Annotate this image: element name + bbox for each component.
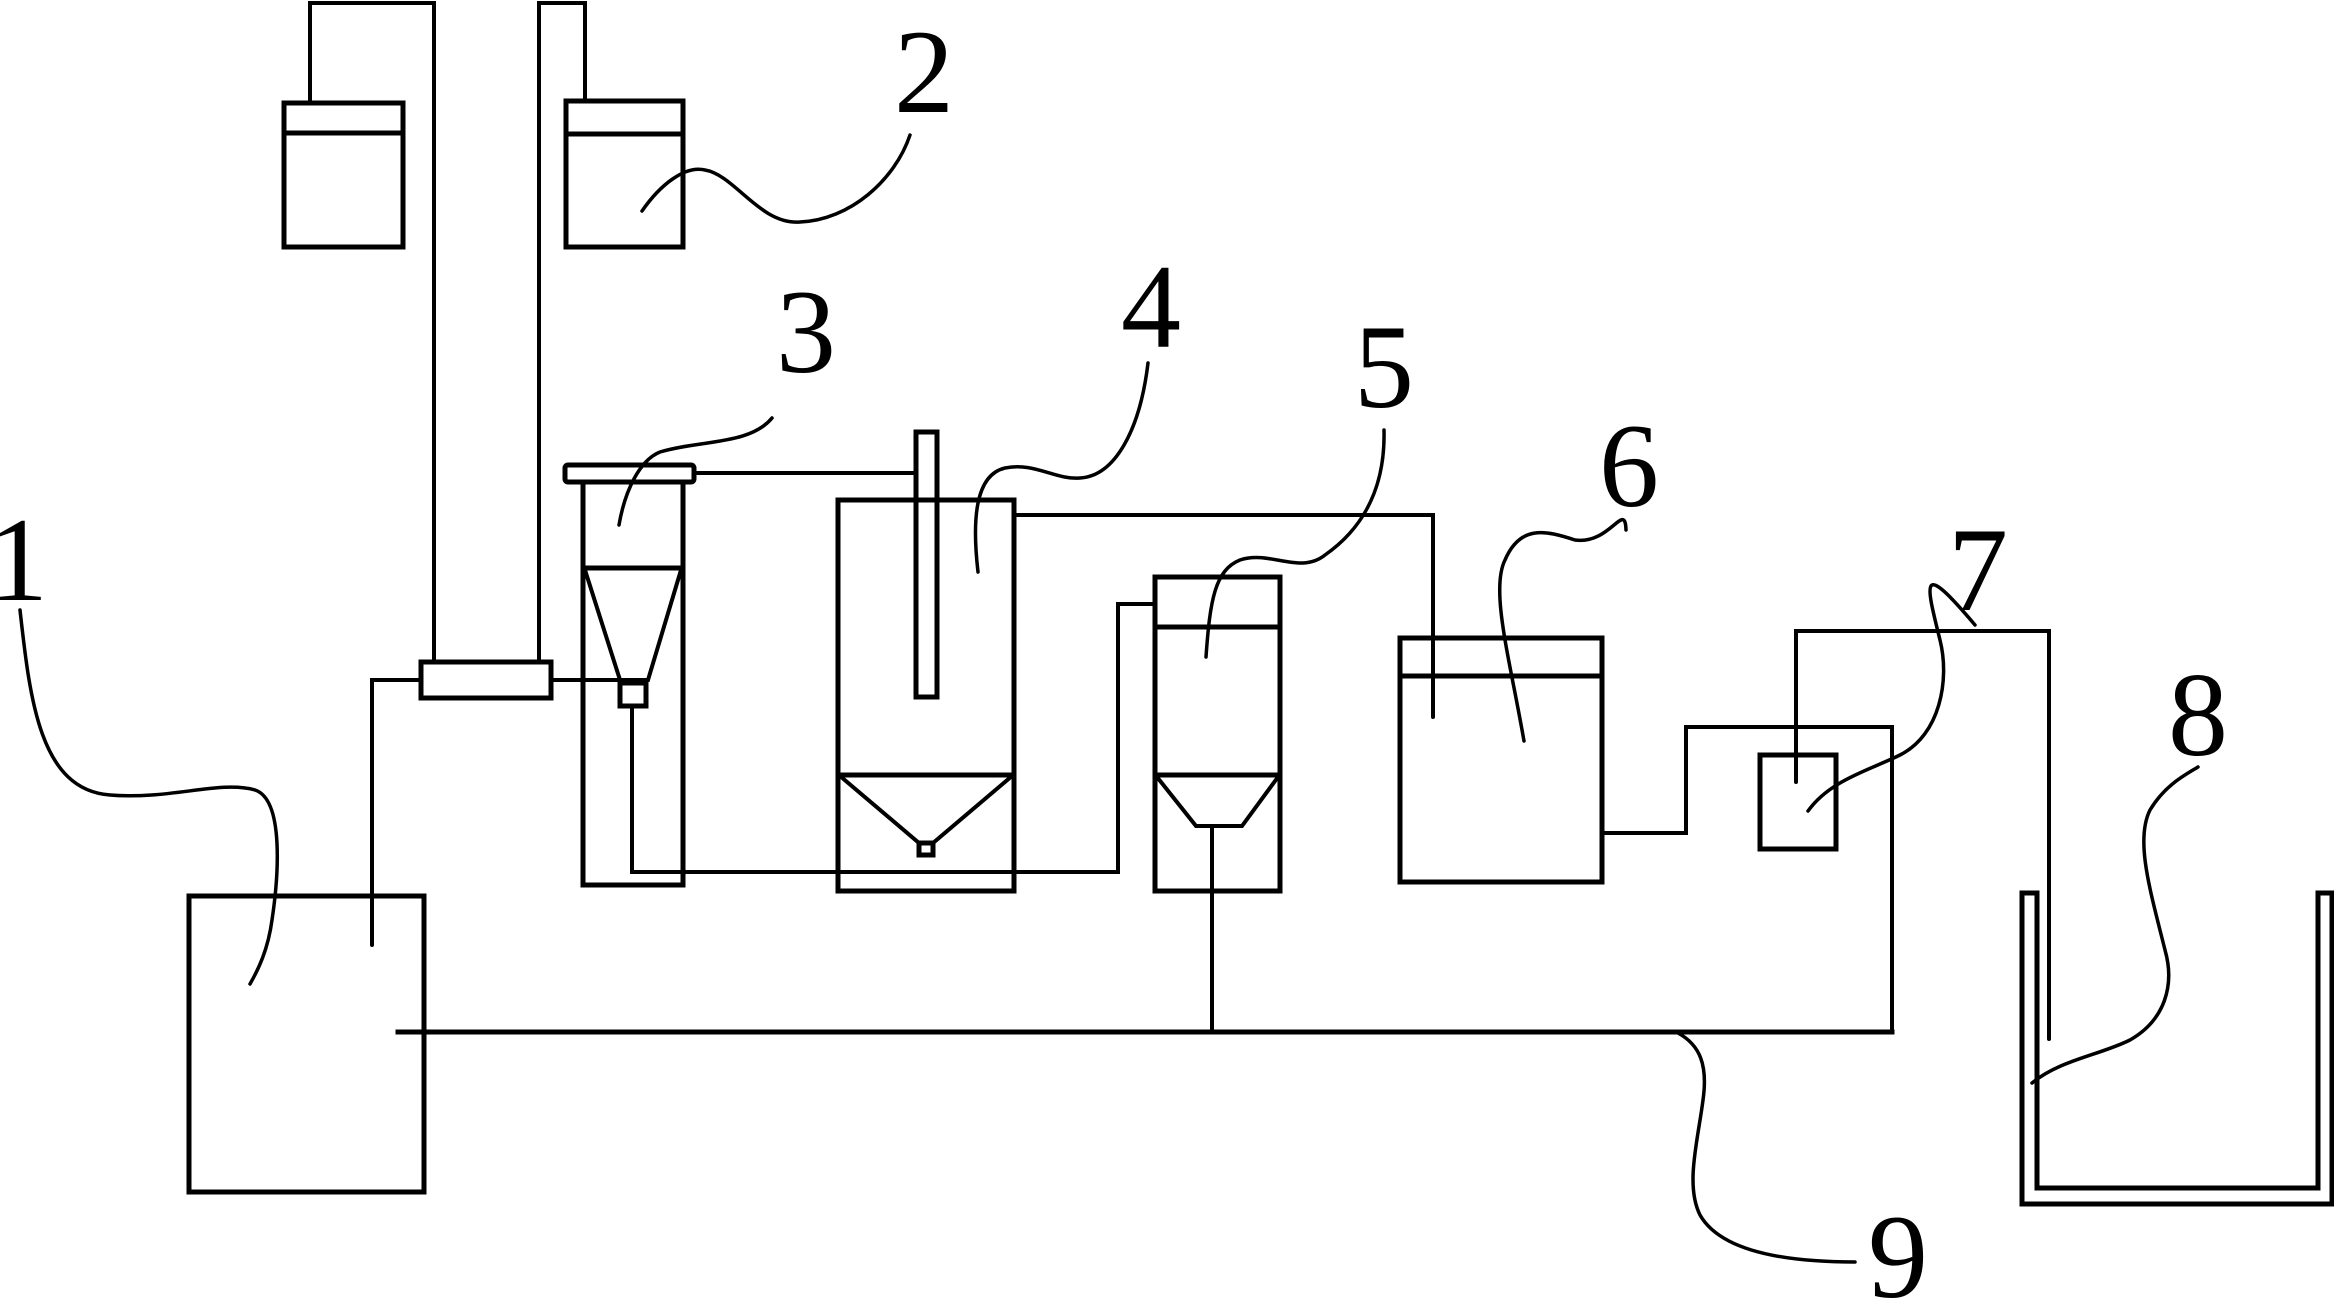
label-8: 8 bbox=[2168, 648, 2228, 781]
leader-3 bbox=[617, 416, 774, 527]
label-9: 9 bbox=[1868, 1190, 1928, 1299]
leader-8 bbox=[2030, 765, 2200, 1085]
label-5: 5 bbox=[1354, 300, 1414, 433]
settling-tank bbox=[835, 429, 1017, 894]
pump-unit bbox=[1757, 629, 2051, 1041]
label-4: 4 bbox=[1121, 240, 1181, 373]
leader-9 bbox=[1676, 1031, 1857, 1264]
leader-6 bbox=[1498, 517, 1628, 743]
reaction-column bbox=[562, 462, 1156, 888]
reagent-bottle-right bbox=[563, 98, 686, 250]
leader-5 bbox=[1204, 428, 1386, 659]
intermediate-tank bbox=[1397, 635, 1894, 1034]
dosing-pipe-right bbox=[537, 1, 587, 664]
leader-1 bbox=[18, 608, 279, 986]
leader-2 bbox=[640, 133, 912, 224]
reagent-bottle-left bbox=[281, 100, 406, 250]
mixer-block bbox=[418, 659, 554, 701]
dosing-pipe-left bbox=[308, 1, 436, 664]
label-6: 6 bbox=[1599, 399, 1659, 532]
storage-tank bbox=[186, 893, 427, 1195]
label-3: 3 bbox=[776, 265, 836, 398]
collection-trough bbox=[2019, 890, 2334, 1207]
label-2: 2 bbox=[894, 5, 954, 138]
feed-pipe-to-mixer bbox=[370, 678, 423, 947]
hopper-settler bbox=[1152, 574, 1283, 1034]
leader-7 bbox=[1806, 583, 1977, 813]
leader-4 bbox=[973, 361, 1150, 574]
label-1: 1 bbox=[0, 493, 48, 626]
pipe-4-to-6 bbox=[1012, 513, 1435, 719]
label-7: 7 bbox=[1948, 503, 2008, 636]
